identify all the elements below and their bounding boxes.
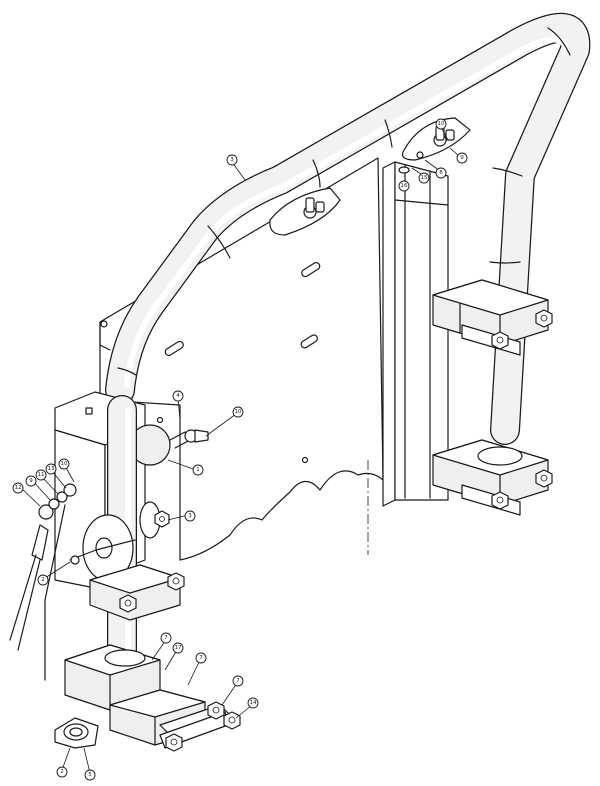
svg-text:8: 8 xyxy=(439,170,443,176)
svg-text:7: 7 xyxy=(164,635,168,641)
pivot-disc xyxy=(69,514,136,582)
ball-knob xyxy=(129,424,209,466)
lower-post-clamp xyxy=(432,439,553,516)
svg-text:7: 7 xyxy=(199,655,203,661)
svg-text:12: 12 xyxy=(15,485,22,491)
foot-plate xyxy=(54,717,99,749)
callout-16: 16 xyxy=(398,180,410,192)
callout-4: 4 xyxy=(172,390,184,402)
callout-10: 10 xyxy=(435,118,447,130)
callout-10: 10 xyxy=(232,406,244,418)
svg-text:5: 5 xyxy=(88,772,92,778)
callout-13: 13 xyxy=(45,463,57,475)
svg-text:3: 3 xyxy=(230,157,234,163)
vertical-post xyxy=(382,161,449,507)
upper-bracket-right xyxy=(398,117,471,174)
callout-3: 3 xyxy=(226,154,238,166)
callout-14: 14 xyxy=(247,697,259,709)
svg-text:3: 3 xyxy=(188,513,192,519)
svg-text:16: 16 xyxy=(401,183,408,189)
pulley xyxy=(139,501,170,539)
callout-17: 17 xyxy=(172,642,184,654)
callout-2: 2 xyxy=(37,574,49,586)
bolt-stack xyxy=(9,483,77,681)
upper-bracket-left xyxy=(269,187,341,236)
svg-text:14: 14 xyxy=(250,700,257,706)
hinge-clamp xyxy=(89,564,185,621)
svg-text:13: 13 xyxy=(48,466,55,472)
callout-7: 7 xyxy=(232,675,244,687)
svg-text:2: 2 xyxy=(60,769,64,775)
svg-text:1: 1 xyxy=(196,467,200,473)
svg-text:15: 15 xyxy=(421,175,428,181)
callout-10: 10 xyxy=(58,458,70,470)
callout-15: 15 xyxy=(418,172,430,184)
svg-text:10: 10 xyxy=(438,121,445,127)
callout-7: 7 xyxy=(195,652,207,664)
lower-clamp-assembly xyxy=(64,644,241,752)
svg-text:10: 10 xyxy=(235,409,242,415)
svg-text:10: 10 xyxy=(61,461,68,467)
callout-5: 5 xyxy=(84,769,96,781)
callout-9: 9 xyxy=(456,152,468,164)
callout-12: 12 xyxy=(12,482,24,494)
callout-8: 8 xyxy=(435,167,447,179)
svg-text:7: 7 xyxy=(236,678,240,684)
callout-9: 9 xyxy=(25,475,37,487)
upper-post-clamp xyxy=(432,279,553,356)
callout-3: 3 xyxy=(184,510,196,522)
mounting-plate xyxy=(99,157,384,561)
svg-text:9: 9 xyxy=(29,478,33,484)
callout-11: 11 xyxy=(35,469,47,481)
callout-2: 2 xyxy=(56,766,68,778)
svg-text:9: 9 xyxy=(460,155,464,161)
svg-text:17: 17 xyxy=(175,645,182,651)
callout-1: 1 xyxy=(192,464,204,476)
svg-text:11: 11 xyxy=(38,472,45,478)
svg-text:4: 4 xyxy=(176,393,180,399)
roll-bar-tube xyxy=(105,12,591,445)
svg-text:2: 2 xyxy=(41,577,45,583)
callout-7: 7 xyxy=(160,632,172,644)
